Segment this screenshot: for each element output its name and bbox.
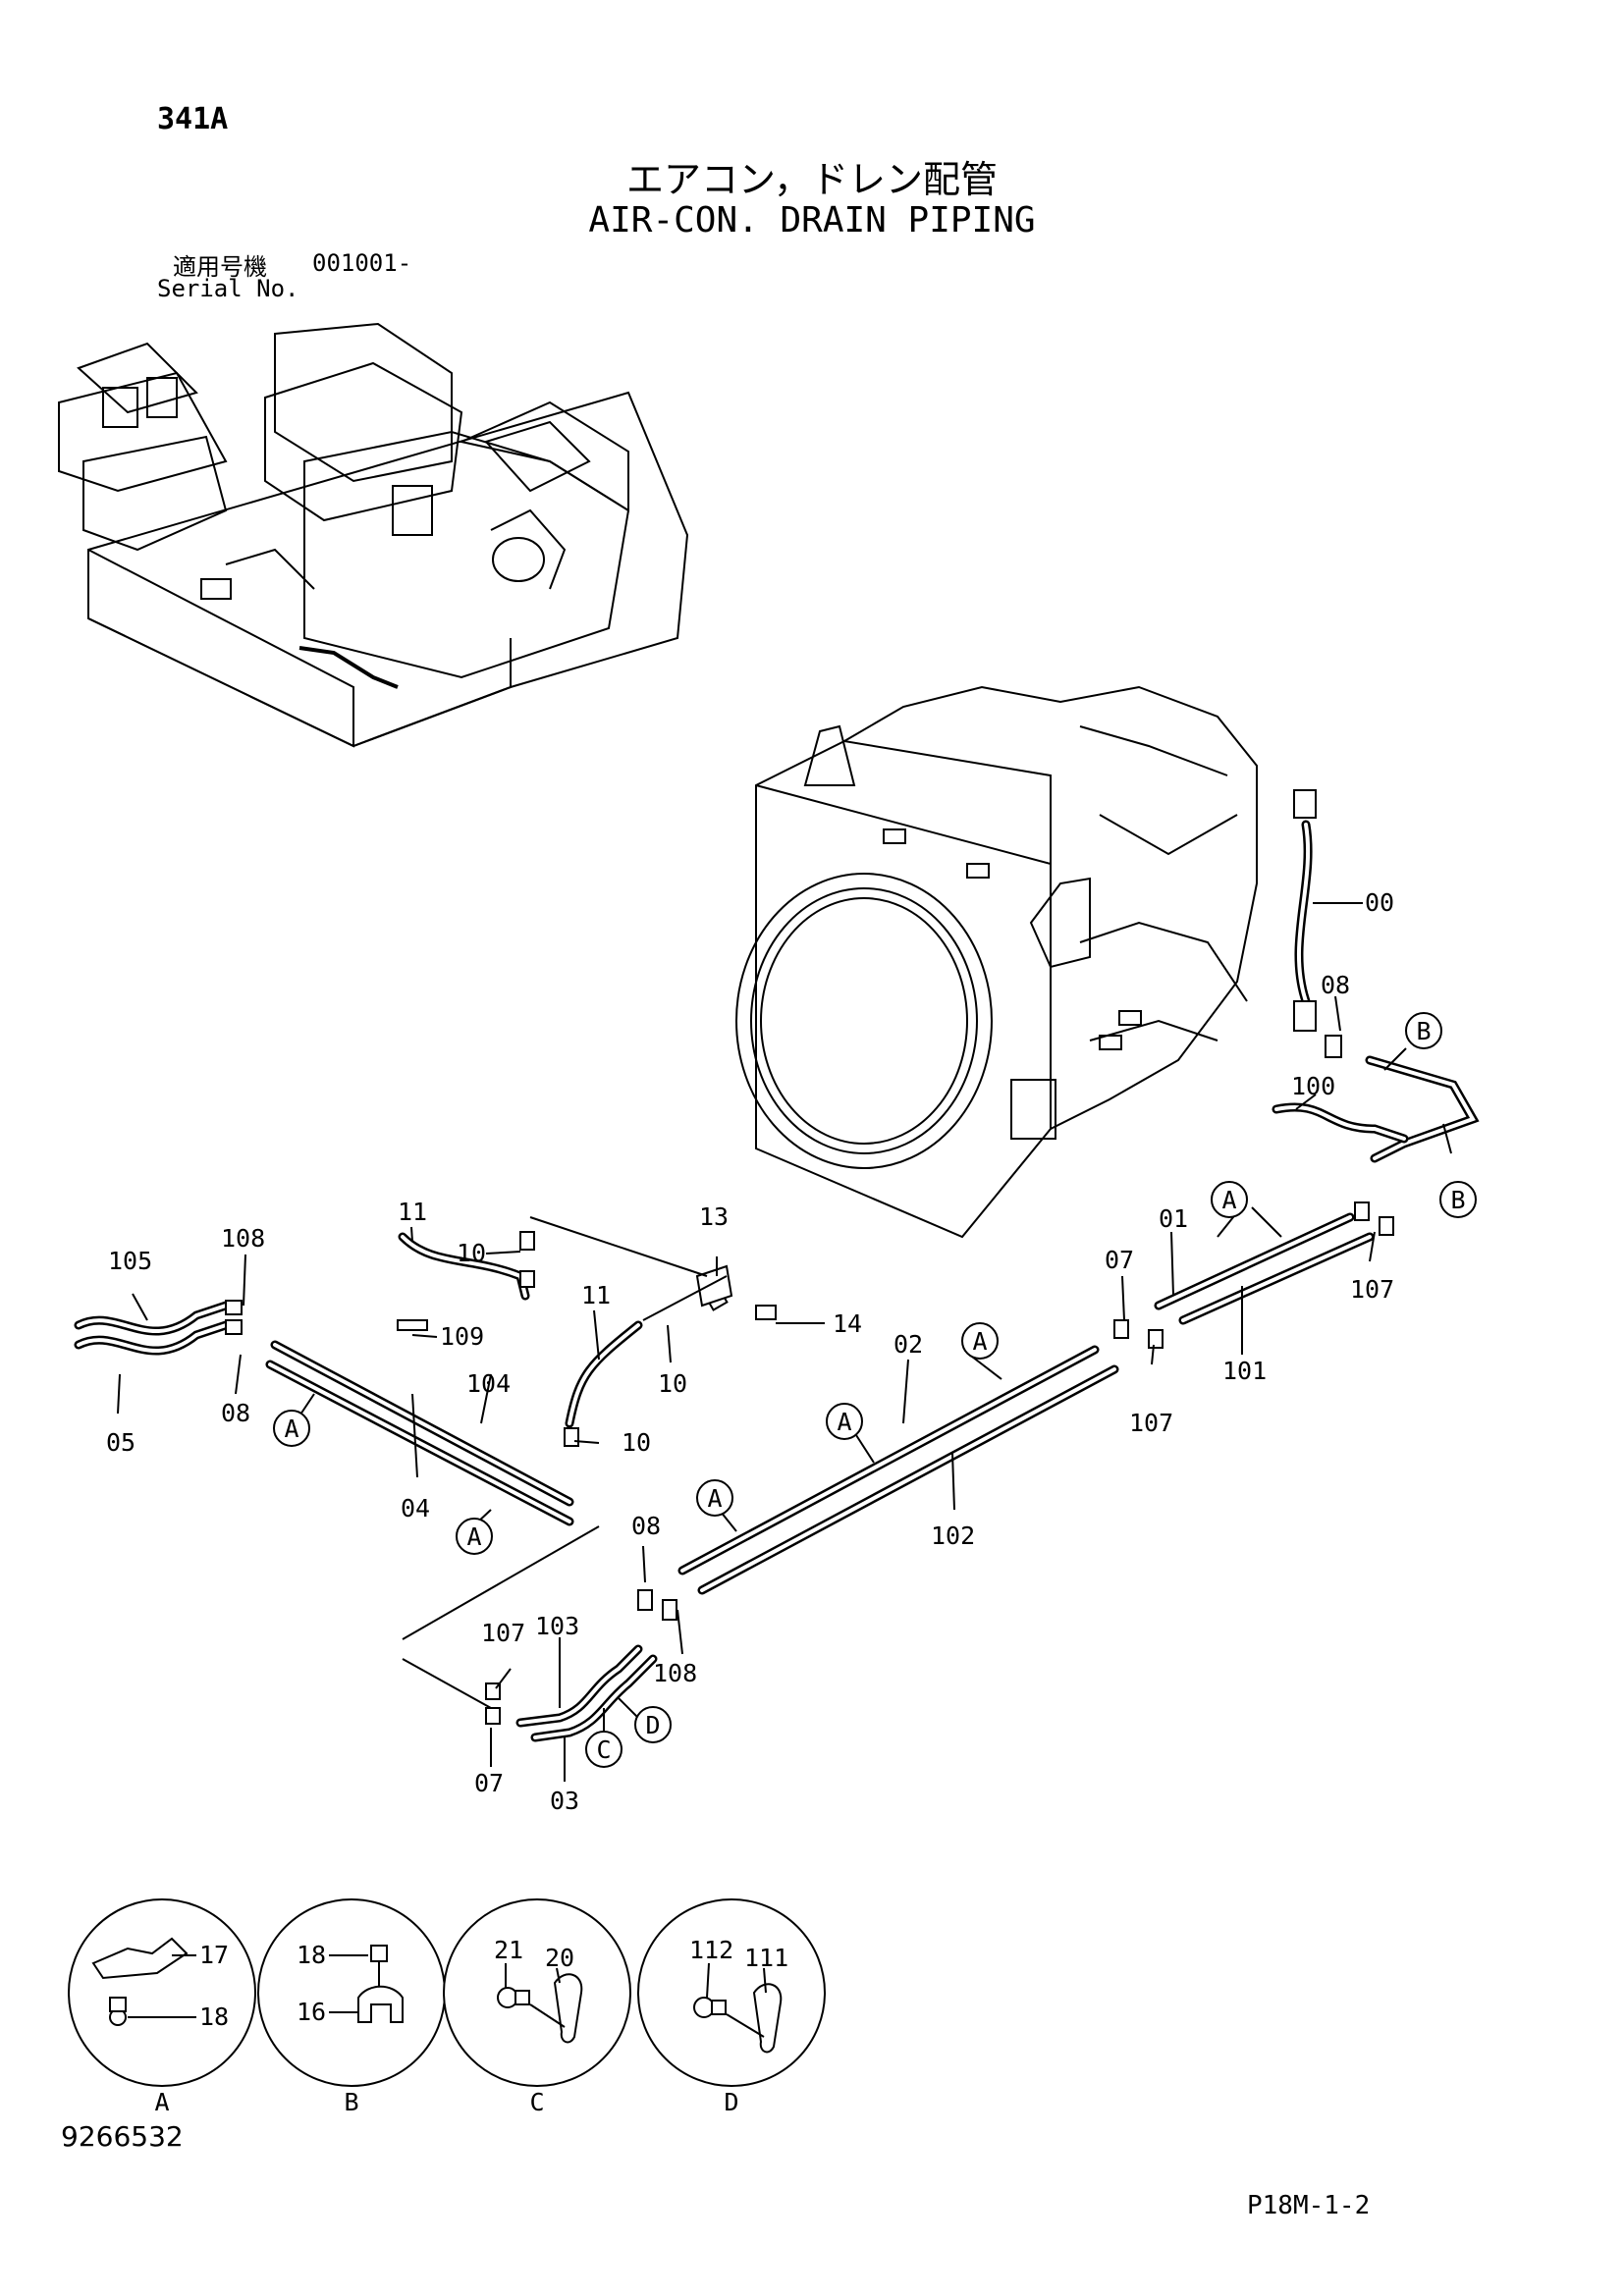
callout-10: 10 [457, 1239, 486, 1267]
callout-103: 103 [535, 1612, 579, 1640]
callout-08: 08 [221, 1399, 250, 1427]
ref-marker-b: B [1450, 1186, 1465, 1214]
callout-07: 07 [474, 1769, 504, 1797]
detail-views: 17 18 A 18 16 B 21 20 C [68, 1898, 826, 2116]
engine-radiator [735, 685, 1258, 1239]
detail-d-part-112: 112 [689, 1936, 733, 1964]
detail-c-part-20: 20 [545, 1944, 574, 1972]
callout-numbers: 00 08 100 07 01 107 101 107 02 102 13 14… [106, 888, 1394, 1815]
callout-04: 04 [401, 1494, 430, 1522]
detail-c: 21 20 C [443, 1898, 631, 2116]
serial-label-japanese: 適用号機 [173, 253, 267, 281]
callout-108: 108 [653, 1659, 697, 1687]
detail-d: 112 111 D [637, 1898, 826, 2116]
page-reference: P18M-1-2 [1247, 2191, 1371, 2220]
title-japanese: エアコン，ドレン配管 [625, 158, 999, 201]
callout-104: 104 [466, 1369, 511, 1398]
drain-pipes [74, 789, 1480, 1742]
callout-107: 107 [481, 1619, 525, 1647]
detail-b-part-18: 18 [297, 1941, 326, 1969]
serial-value: 001001- [312, 249, 412, 277]
page-code: 341A [157, 102, 229, 136]
ref-marker-a: A [466, 1522, 481, 1551]
detail-c-part-21: 21 [494, 1936, 523, 1964]
ref-marker-c: C [596, 1735, 611, 1764]
callout-01: 01 [1159, 1204, 1188, 1233]
title-english: AIR-CON. DRAIN PIPING [588, 200, 1036, 240]
callout-13: 13 [699, 1202, 729, 1231]
ref-marker-a: A [284, 1415, 298, 1443]
detail-c-label: C [529, 2088, 544, 2116]
callout-100: 100 [1291, 1072, 1335, 1100]
callout-00: 00 [1365, 888, 1394, 917]
document-number: 9266532 [61, 2120, 184, 2153]
ref-marker-b: B [1416, 1017, 1431, 1045]
detail-d-part-111: 111 [744, 1944, 788, 1972]
callout-07: 07 [1105, 1246, 1134, 1274]
detail-d-label: D [724, 2088, 738, 2116]
detail-a: 17 18 A [68, 1898, 256, 2116]
detail-a-part-17: 17 [199, 1941, 229, 1969]
serial-label-english: Serial No. [157, 275, 299, 302]
ref-marker-d: D [645, 1711, 660, 1739]
callout-11: 11 [581, 1281, 611, 1309]
callout-101: 101 [1222, 1357, 1267, 1385]
callout-10: 10 [622, 1428, 651, 1457]
callout-10: 10 [658, 1369, 687, 1398]
leader-lines [117, 902, 1452, 1782]
callout-08: 08 [631, 1512, 661, 1540]
detail-a-label: A [154, 2088, 169, 2116]
callout-105: 105 [108, 1247, 152, 1275]
callout-14: 14 [833, 1309, 862, 1338]
callout-102: 102 [931, 1522, 975, 1550]
callout-107: 107 [1350, 1275, 1394, 1304]
machine-overview [58, 322, 689, 748]
callout-107: 107 [1129, 1409, 1173, 1437]
detail-b-part-16: 16 [297, 1998, 326, 2026]
callout-03: 03 [550, 1787, 579, 1815]
detail-b-label: B [344, 2088, 358, 2116]
callout-02: 02 [893, 1330, 923, 1359]
callout-05: 05 [106, 1428, 135, 1457]
callout-08: 08 [1321, 971, 1350, 999]
reference-markers: B B A A A A A A C D [273, 1012, 1477, 1768]
detail-a-part-18: 18 [199, 2002, 229, 2031]
ref-marker-a: A [1221, 1186, 1236, 1214]
ref-marker-a: A [707, 1484, 722, 1513]
ref-marker-a: A [837, 1408, 851, 1436]
ref-marker-a: A [972, 1327, 987, 1356]
callout-11: 11 [398, 1198, 427, 1226]
callout-108: 108 [221, 1224, 265, 1253]
callout-109: 109 [440, 1322, 484, 1351]
detail-b: 18 16 B [257, 1898, 446, 2116]
